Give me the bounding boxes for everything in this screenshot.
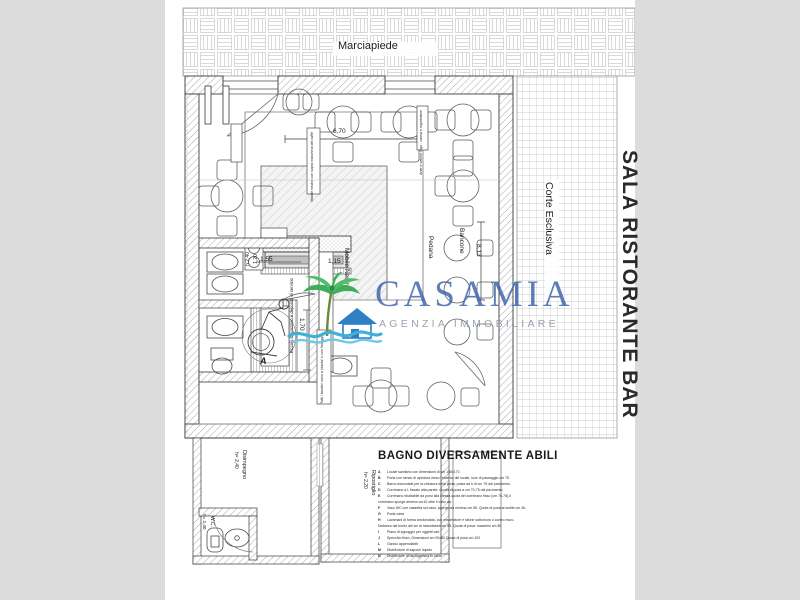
legend-key: B [378, 476, 381, 481]
dimension-1-15: 1,15 [328, 258, 341, 265]
perimeter-walls [184, 75, 514, 439]
legend-key: G [378, 512, 381, 517]
legend-text: Corrimano a L fissato alla parete. Quota… [387, 488, 504, 493]
legend-text: Vaso WC con cassetta sul vaso, sporgenza… [387, 506, 527, 511]
legend-item: E Corrimano ribaltabile da porsi alla st… [378, 493, 610, 499]
legend-text: Porta con senso di apertura verso l'este… [387, 476, 510, 481]
floor-plan-drawing [182, 7, 635, 565]
legend-item: I Piano di appoggio per oggetti vari. [378, 529, 610, 535]
legend-key: J [378, 536, 380, 541]
dimension-1-20: 1,20 [253, 254, 259, 264]
clipped-edge-label: SALA RISTORANTE BAR [618, 150, 641, 419]
legend-text: Porta carta [387, 512, 405, 517]
legend-text: Corrimano ribaltabile da porsi alla stes… [387, 494, 511, 499]
legend-key: F [378, 506, 381, 511]
wheelchair-symbol [241, 298, 297, 364]
legend-item: F Vaso WC con cassetta sul vaso, sporgen… [378, 505, 610, 511]
legend-item: J Specchio fisso, Dimensioni cm 90x60 Qu… [378, 535, 610, 541]
label-corte-esclusiva: Corte Esclusiva [543, 182, 555, 255]
legend-key: M [378, 548, 381, 553]
accessible-bathroom [198, 237, 358, 383]
legend-text: Gancio appendiabiti [387, 542, 418, 547]
note-mobile-neutro: Mobile neutro con sopra macchina del caf… [310, 132, 314, 202]
label-pedana: Pedana [427, 236, 434, 259]
legend-item: L Gancio appendiabiti [378, 541, 610, 547]
label-marciapiede: Marciapiede [338, 40, 398, 52]
legend-text: Locale sanitario con dimensioni di cm 15… [387, 470, 460, 474]
plan-page: Marciapiede Corte Esclusiva Pedana Banco… [165, 0, 635, 600]
legend-key: L [378, 542, 381, 547]
legend-block: BAGNO DIVERSAMENTE ABILI A Locale sanita… [378, 450, 610, 559]
note-vetrine: Ante e vetrine frigo - cassa e registrat… [419, 110, 423, 175]
legend-key: H [378, 518, 381, 523]
legend-text: Lavamani di forma arrotondata, con misce… [387, 518, 515, 523]
legend-key: C [378, 482, 381, 487]
legend-continuation: corrimano sporge almeno cm10 oltre il va… [378, 500, 453, 505]
room-height-ripostiglio: h= 2,20 [362, 472, 368, 489]
room-label-wc: W.C. [209, 516, 215, 527]
legend-item: M Distributore di sapone liquido [378, 547, 610, 553]
legend-key: D [378, 488, 381, 493]
legend-title: BAGNO DIVERSAMENTE ABILI [378, 450, 558, 462]
room-label-disimpegno: Disimpegno [241, 450, 247, 480]
legend-item: A Locale sanitario con dimensioni di cm … [378, 469, 610, 475]
legend-item: N Distributore di asciugamani in carta [378, 553, 610, 559]
legend-key: I [378, 530, 379, 535]
room-label-ripostiglio: Ripostiglio [370, 470, 376, 496]
label-bancone: Bancone [458, 228, 465, 254]
legend-key: E [378, 494, 381, 499]
courtyard-area [516, 75, 618, 439]
label-magazzino: Piccolo Magazzino e deposito di servizio [289, 278, 294, 354]
legend-key: N [378, 554, 381, 559]
dimension-h-240-bath: h 2,40 [245, 252, 251, 266]
legend-item: D Corrimano a L fissato alla parete. Quo… [378, 487, 610, 493]
note-tavolini: Tutti i tavolini sono a 'pianta' o con f… [320, 334, 324, 404]
legend-key: A [378, 470, 381, 474]
service-rooms [192, 437, 502, 565]
room-height-disimpegno: h= 2,40 [233, 452, 239, 469]
legend-item: B Porta con senso di apertura verso l'es… [378, 475, 610, 481]
sidewalk-area [182, 7, 635, 77]
legend-text: Specchio fisso, Dimensioni cm 90x60 Quot… [387, 536, 481, 541]
room-height-wc: h= 2,40 [202, 514, 207, 530]
legend-text: Distributore di sapone liquido [387, 548, 433, 553]
legend-text: Distributore di asciugamani in carta [387, 554, 442, 559]
dimension-6-70: 6,70 [333, 128, 346, 135]
marker-a: A [260, 356, 267, 366]
legend-item: G Porta carta [378, 511, 610, 517]
annotation-boxes [230, 105, 429, 405]
legend-text: Piano di appoggio per oggetti vari. [387, 530, 441, 535]
legend-item: C Barra orizzontale per la chiusura dell… [378, 481, 610, 487]
legend-item: H Lavamani di forma arrotondata, con mis… [378, 517, 610, 523]
legend-continuation: Distanza dal bordo del wc al miscelatore… [378, 524, 502, 529]
dimension-1-55: 1,55 [260, 256, 273, 263]
dimension-8-13: 8,13 [475, 244, 482, 257]
label-mobile-neutro: Mobile Neutro [343, 248, 350, 289]
legend-text: Barra orizzontale per la chiusura della … [387, 482, 511, 487]
dimension-1-70: 1,70 [298, 318, 305, 331]
